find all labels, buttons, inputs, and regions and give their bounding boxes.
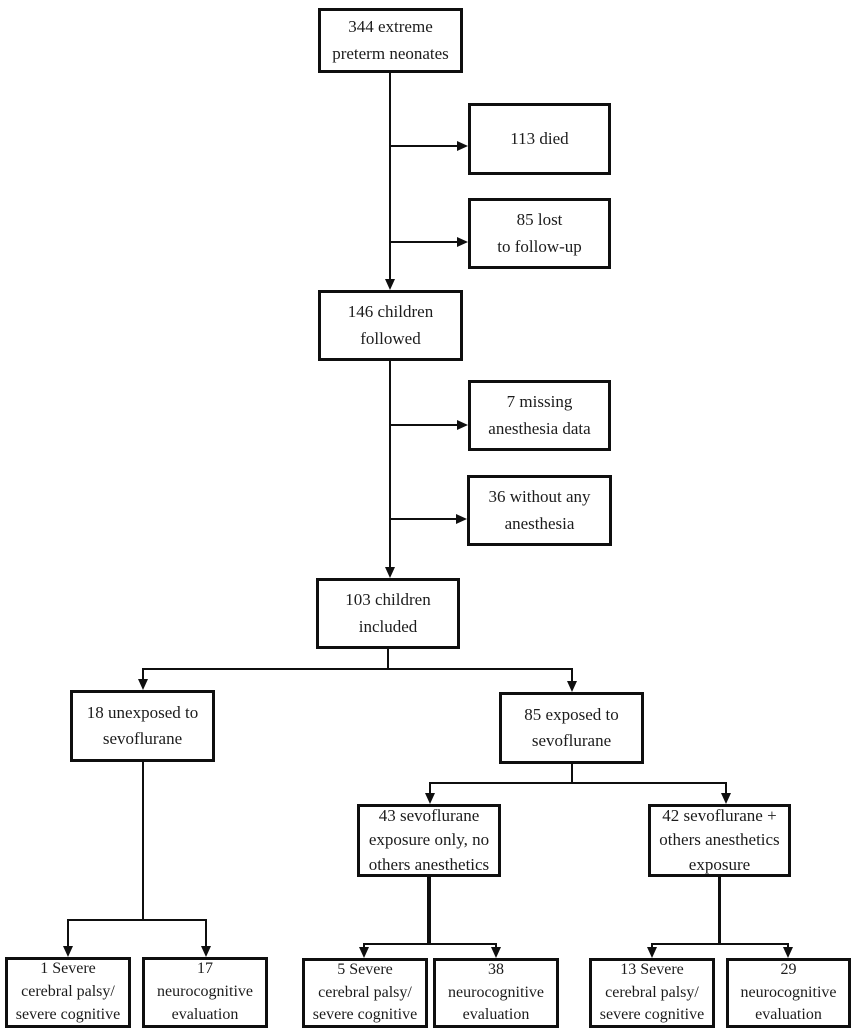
edge-followed-to-included bbox=[389, 358, 391, 568]
edge-drop-exposed bbox=[571, 668, 573, 682]
node-sevo-only-severe-outcome: 5 Severe cerebral palsy/ severe cognitiv… bbox=[302, 958, 428, 1028]
node-children-followed: 146 children followed bbox=[318, 290, 463, 361]
edge-drop-unexposed-severe bbox=[67, 919, 69, 947]
arrowhead-into-sevo-plus bbox=[721, 793, 731, 804]
edge-drop-unexposed bbox=[142, 668, 144, 680]
node-sevoflurane-only: 43 sevoflurane exposure only, no others … bbox=[357, 804, 501, 877]
edge-drop-sevo-only-severe bbox=[363, 943, 365, 948]
node-lost-followup: 85 lost to follow-up bbox=[468, 198, 611, 269]
edge-included-split-bar bbox=[142, 668, 573, 670]
edge-drop-sevo-only-eval bbox=[495, 943, 497, 948]
arrowhead-into-missing-data bbox=[457, 420, 468, 430]
edge-drop-unexposed-eval bbox=[205, 919, 207, 947]
edge-unexposed-stub bbox=[142, 759, 144, 920]
edge-drop-sevo-plus bbox=[725, 782, 727, 794]
node-unexposed-neurocognitive-eval: 17 neurocognitive evaluation bbox=[142, 957, 268, 1028]
edge-total-to-followed bbox=[389, 71, 391, 280]
edge-to-without-anesthesia bbox=[390, 518, 457, 520]
arrowhead-into-without-anesthesia bbox=[456, 514, 467, 524]
edge-exposed-split-bar bbox=[429, 782, 727, 784]
arrowhead-into-followed bbox=[385, 279, 395, 290]
arrowhead-into-sevo-plus-eval bbox=[783, 947, 793, 958]
node-without-anesthesia: 36 without any anesthesia bbox=[467, 475, 612, 546]
node-sevo-plus-severe-outcome: 13 Severe cerebral palsy/ severe cogniti… bbox=[589, 958, 715, 1028]
edge-included-stub bbox=[387, 646, 389, 670]
arrowhead-into-sevo-only-eval bbox=[491, 947, 501, 958]
edge-sevo-only-split-bar bbox=[363, 943, 497, 945]
node-sevoflurane-plus-others: 42 sevoflurane + others anesthetics expo… bbox=[648, 804, 791, 877]
arrowhead-into-included bbox=[385, 567, 395, 578]
node-unexposed-severe-outcome: 1 Severe cerebral palsy/ severe cognitiv… bbox=[5, 957, 131, 1028]
edge-exposed-stub bbox=[571, 761, 573, 783]
node-total-neonates: 344 extreme preterm neonates bbox=[318, 8, 463, 73]
arrowhead-into-unexposed bbox=[138, 679, 148, 690]
edge-drop-sevo-plus-eval bbox=[787, 943, 789, 948]
edge-to-died bbox=[390, 145, 458, 147]
node-sevo-plus-neurocognitive-eval: 29 neurocognitive evaluation bbox=[726, 958, 851, 1028]
node-exposed-sevoflurane: 85 exposed to sevoflurane bbox=[499, 692, 644, 764]
node-sevo-only-neurocognitive-eval: 38 neurocognitive evaluation bbox=[433, 958, 559, 1028]
arrowhead-into-unexposed-eval bbox=[201, 946, 211, 957]
arrowhead-into-unexposed-severe bbox=[63, 946, 73, 957]
arrowhead-into-died bbox=[457, 141, 468, 151]
arrowhead-into-exposed bbox=[567, 681, 577, 692]
node-died: 113 died bbox=[468, 103, 611, 175]
node-missing-anesthesia-data: 7 missing anesthesia data bbox=[468, 380, 611, 451]
edge-sevo-plus-split-bar bbox=[651, 943, 789, 945]
edge-sevo-plus-stub bbox=[718, 874, 721, 945]
arrowhead-into-lost-followup bbox=[457, 237, 468, 247]
arrowhead-into-sevo-only-severe bbox=[359, 947, 369, 958]
edge-sevo-only-stub bbox=[427, 874, 431, 945]
edge-to-lost-followup bbox=[390, 241, 458, 243]
edge-unexposed-split-bar bbox=[67, 919, 207, 921]
arrowhead-into-sevo-plus-severe bbox=[647, 947, 657, 958]
edge-to-missing-data bbox=[390, 424, 458, 426]
node-unexposed-sevoflurane: 18 unexposed to sevoflurane bbox=[70, 690, 215, 762]
edge-drop-sevo-plus-severe bbox=[651, 943, 653, 948]
node-children-included: 103 children included bbox=[316, 578, 460, 649]
arrowhead-into-sevo-only bbox=[425, 793, 435, 804]
edge-drop-sevo-only bbox=[429, 782, 431, 794]
